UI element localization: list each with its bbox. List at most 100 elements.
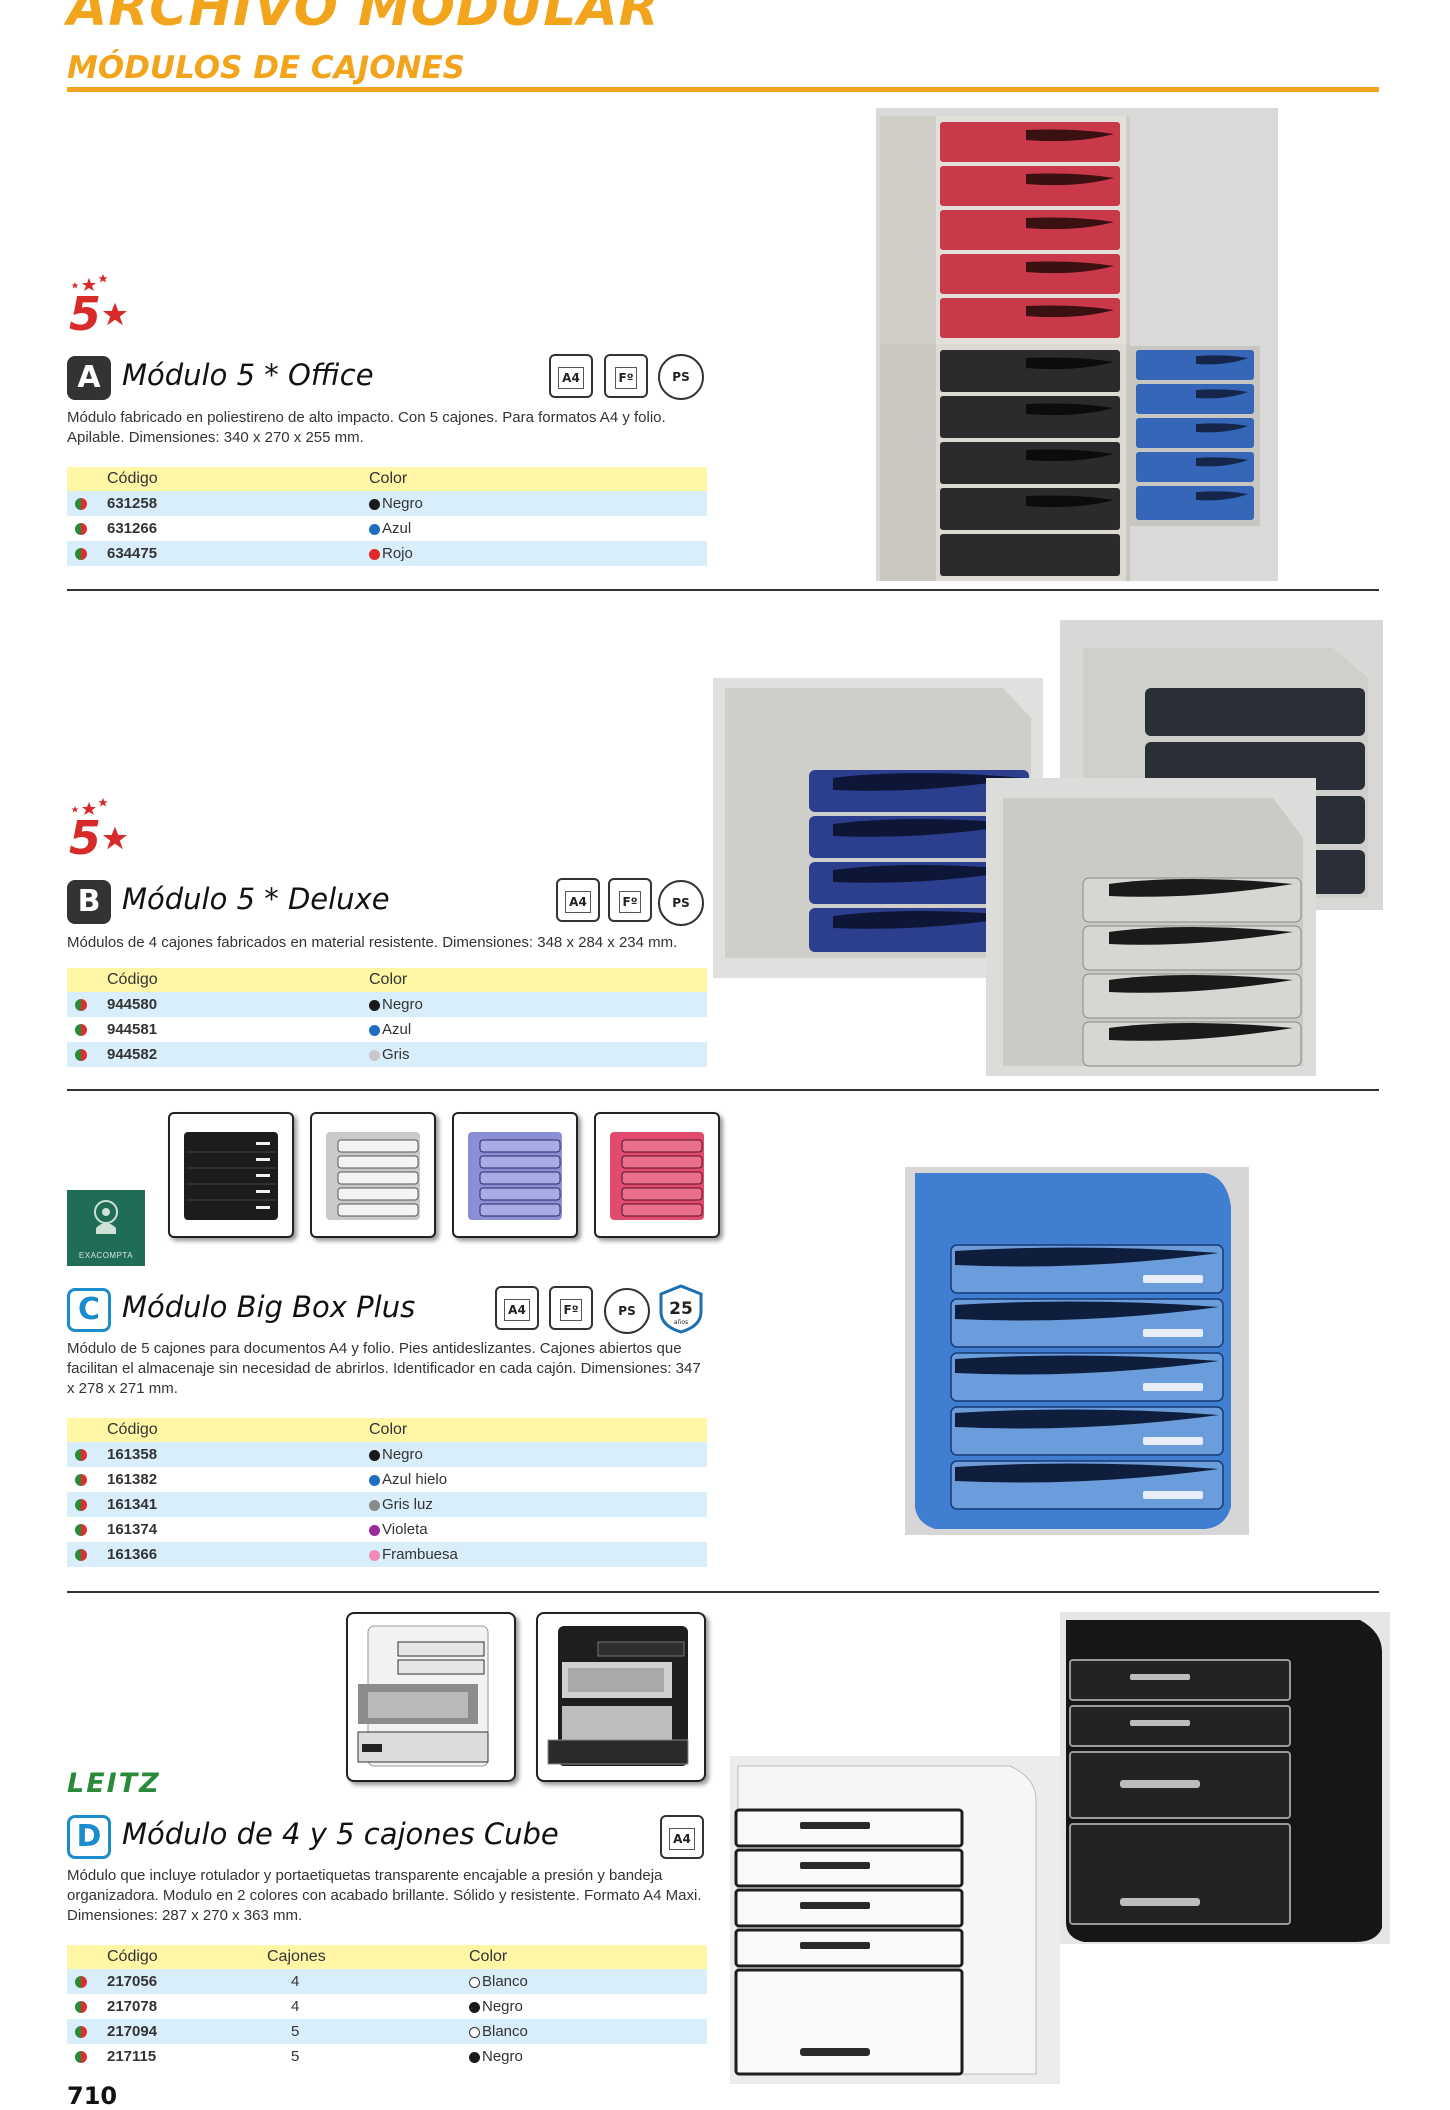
color-swatch [469, 2051, 480, 2063]
column-header-drawers: Cajones [267, 1945, 469, 1969]
svg-text:25: 25 [669, 1299, 693, 1319]
availability-bullet-icon [75, 2026, 87, 2039]
color-swatch [369, 523, 380, 535]
title-rule [67, 87, 1379, 92]
color-swatch [369, 1499, 380, 1511]
color-swatch [369, 1449, 380, 1461]
a4-format-icon: A4 [660, 1815, 704, 1859]
product-c-name: Módulo Big Box Plus [122, 1290, 416, 1324]
availability-bullet-icon [75, 999, 87, 1012]
column-header-color: Color [369, 968, 707, 992]
product-d-letter-badge: D [67, 1815, 111, 1859]
product-c-thumb-violet [452, 1112, 578, 1238]
column-header-color: Color [369, 1418, 707, 1442]
page-title: ARCHIVO MODULAR [67, 0, 660, 38]
column-header-code: Código [107, 467, 369, 491]
section-separator [67, 1089, 1379, 1091]
product-d-thumb-white [346, 1612, 516, 1782]
exacompta-logo: EXACOMPTA [67, 1190, 145, 1266]
product-d-photo-black [1060, 1612, 1390, 1944]
availability-bullet-icon [75, 2051, 87, 2064]
product-b-photo [713, 620, 1383, 1076]
color-swatch [369, 1474, 380, 1486]
product-c-photo [905, 1167, 1249, 1535]
color-swatch [369, 1024, 380, 1036]
product-c-thumb-grey [310, 1112, 436, 1238]
product-d-description: Módulo que incluye rotulador y portaetiq… [67, 1867, 702, 1924]
product-c-thumb-raspberry [594, 1112, 720, 1238]
product-a-name: Módulo 5 * Office [122, 358, 374, 392]
a4-format-icon: A4 [495, 1286, 539, 1330]
color-swatch [469, 1976, 480, 1988]
availability-bullet-icon [75, 1524, 87, 1537]
folio-format-icon: Fº [549, 1286, 593, 1330]
color-swatch [369, 1549, 380, 1561]
color-swatch [369, 548, 380, 560]
column-header-color: Color [369, 467, 707, 491]
availability-bullet-icon [75, 1024, 87, 1037]
availability-bullet-icon [75, 1499, 87, 1512]
column-header-code: Código [107, 1418, 369, 1442]
availability-bullet-icon [75, 523, 87, 536]
color-swatch [369, 999, 380, 1011]
ps-material-icon: PS [658, 880, 704, 926]
product-d-photo-white [730, 1756, 1060, 2084]
product-a-photo [876, 108, 1278, 581]
warranty-25-years-icon: 25 años [659, 1284, 703, 1334]
product-d-name: Módulo de 4 y 5 cajones Cube [122, 1817, 559, 1851]
availability-bullet-icon [75, 1449, 87, 1462]
product-b-description: Módulos de 4 cajones fabricados en mater… [67, 934, 678, 951]
page-number: 710 [67, 2082, 118, 2110]
folio-format-icon: Fº [604, 354, 648, 398]
folio-format-icon: Fº [608, 878, 652, 922]
product-c-description: Módulo de 5 cajones para documentos A4 y… [67, 1340, 701, 1397]
brand-5star-logo [68, 797, 131, 858]
availability-bullet-icon [75, 1549, 87, 1562]
a4-format-icon: A4 [549, 354, 593, 398]
section-subtitle: MÓDULOS DE CAJONES [67, 50, 466, 86]
product-a-letter-badge: A [67, 356, 111, 400]
ps-material-icon: PS [604, 1288, 650, 1334]
availability-bullet-icon [75, 1049, 87, 1062]
color-swatch [369, 1049, 380, 1061]
product-a-description: Módulo fabricado en poliestireno de alto… [67, 409, 666, 446]
a4-format-icon: A4 [556, 878, 600, 922]
svg-text:años: años [674, 1319, 688, 1326]
column-header-code: Código [107, 968, 369, 992]
availability-bullet-icon [75, 1976, 87, 1989]
brand-5star-logo [68, 273, 131, 334]
color-swatch [369, 498, 380, 510]
section-separator [67, 1591, 1379, 1593]
ps-material-icon: PS [658, 354, 704, 400]
column-header-color: Color [469, 1945, 707, 1969]
product-c-letter-badge: C [67, 1288, 111, 1332]
color-swatch [369, 1524, 380, 1536]
section-separator [67, 589, 1379, 591]
availability-bullet-icon [75, 548, 87, 561]
availability-bullet-icon [75, 498, 87, 511]
color-swatch [469, 2001, 480, 2013]
product-d-thumb-black [536, 1612, 706, 1782]
availability-bullet-icon [75, 2001, 87, 2014]
leitz-logo: LEITZ [67, 1768, 161, 1799]
product-b-letter-badge: B [67, 880, 111, 924]
